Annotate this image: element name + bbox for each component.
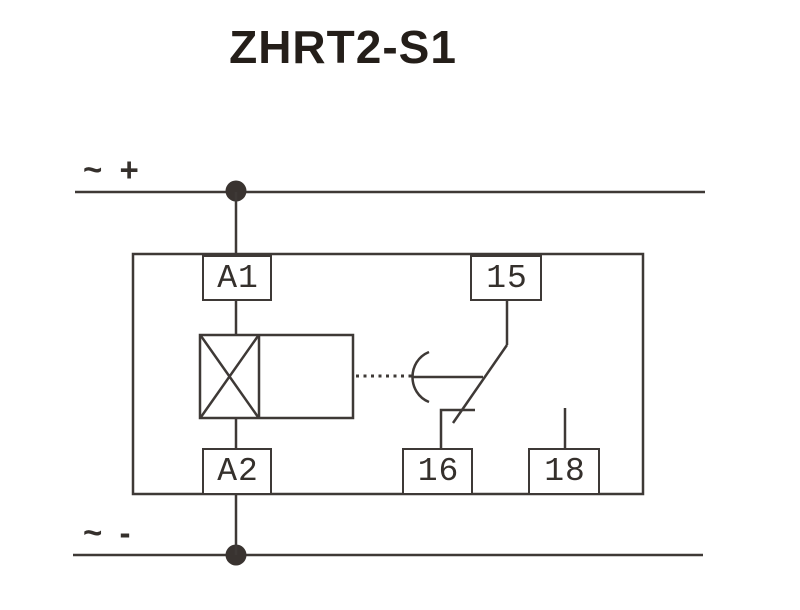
terminal-15: 15: [470, 255, 542, 301]
terminal-18: 18: [528, 448, 600, 495]
terminal-a1: A1: [202, 255, 272, 301]
coil-x-line-2: [199, 335, 260, 418]
top-rail-label: ~ +: [83, 151, 143, 188]
bottom-rail-label: ~ -: [83, 514, 135, 551]
top-junction-dot: [225, 180, 247, 202]
contact-16-bracket: [439, 408, 475, 449]
terminal-16: 16: [402, 448, 473, 495]
terminal-a2: A2: [202, 448, 272, 495]
coil-body-rect: [198, 333, 355, 420]
contact-blade-line: [451, 344, 509, 424]
diagram-title: ZHRT2-S1: [229, 21, 457, 73]
device-outline-rect: [131, 252, 645, 496]
